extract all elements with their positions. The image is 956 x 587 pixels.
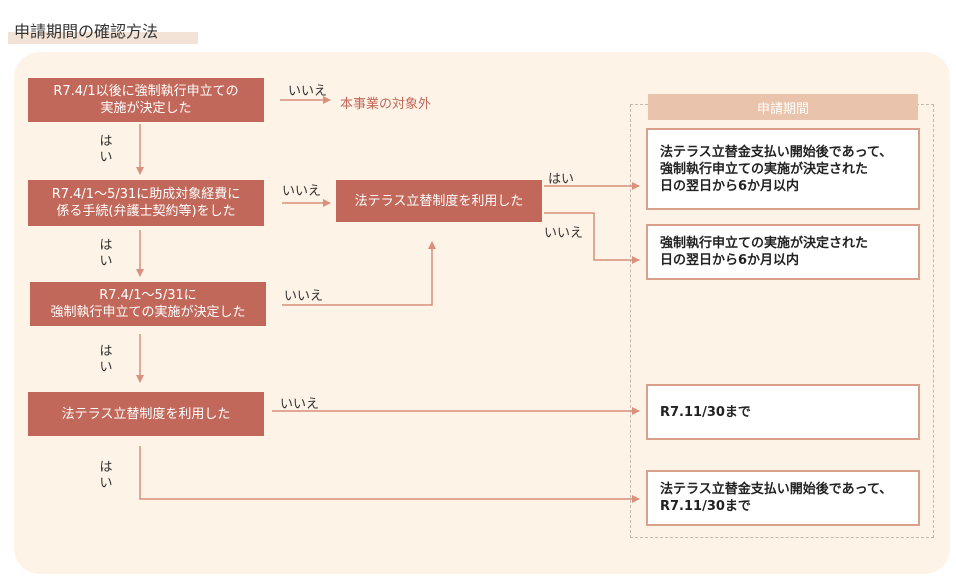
result-box-3: R7.11/30まで — [646, 384, 920, 440]
step-2-line1: R7.4/1～5/31に助成対象経費に — [51, 187, 241, 202]
arrow-middle-no — [544, 212, 640, 264]
label-no-4: いいえ — [280, 397, 320, 412]
step-3-box: R7.4/1～5/31に強制執行申立ての実施が決定した — [30, 282, 266, 326]
period-header: 申請期間 — [648, 94, 918, 120]
label-yes-middle: はい — [548, 172, 575, 187]
title-underline — [8, 32, 198, 44]
label-no-1: いいえ — [288, 84, 328, 99]
label-no-2: いいえ — [282, 184, 322, 199]
arrow-step3-no — [282, 241, 436, 306]
result-box-4: 法テラス立替金支払い開始後であって、R7.11/30まで — [646, 470, 920, 526]
step-2-box: R7.4/1～5/31に助成対象経費に係る手続(弁護士契約等)をした — [28, 180, 264, 226]
label-yes-1: はい — [99, 134, 113, 165]
out-of-scope-text: 本事業の対象外 — [340, 97, 432, 112]
middle-legal-aid-box: 法テラス立替制度を利用した — [336, 180, 542, 222]
step-2-line2: 係る手続(弁護士契約等)をした — [56, 204, 236, 219]
label-yes-2: はい — [99, 238, 113, 269]
step-3-line1: R7.4/1～5/31に — [99, 288, 197, 303]
label-no-middle: いいえ — [544, 226, 584, 241]
step-1-line1: R7.4/1以後に強制執行申立ての — [53, 84, 239, 99]
step-1-box: R7.4/1以後に強制執行申立ての実施が決定した — [28, 78, 264, 122]
result-box-1: 法テラス立替金支払い開始後であって、強制執行申立ての実施が決定された日の翌日から… — [646, 128, 920, 210]
page-title: 申請期間の確認方法 — [14, 22, 159, 41]
arrow-step4-yes — [139, 446, 640, 503]
step-1-line2: 実施が決定した — [100, 101, 192, 116]
result-box-2: 強制執行申立ての実施が決定された日の翌日から6か月以内 — [646, 224, 920, 280]
step-4-line1: 法テラス立替制度を利用した — [61, 406, 231, 422]
label-yes-4: はい — [99, 460, 113, 491]
label-no-3: いいえ — [284, 289, 324, 304]
step-3-line2: 強制執行申立ての実施が決定した — [50, 305, 246, 320]
label-yes-3: はい — [99, 344, 113, 375]
step-4-box: 法テラス立替制度を利用した — [28, 392, 264, 436]
